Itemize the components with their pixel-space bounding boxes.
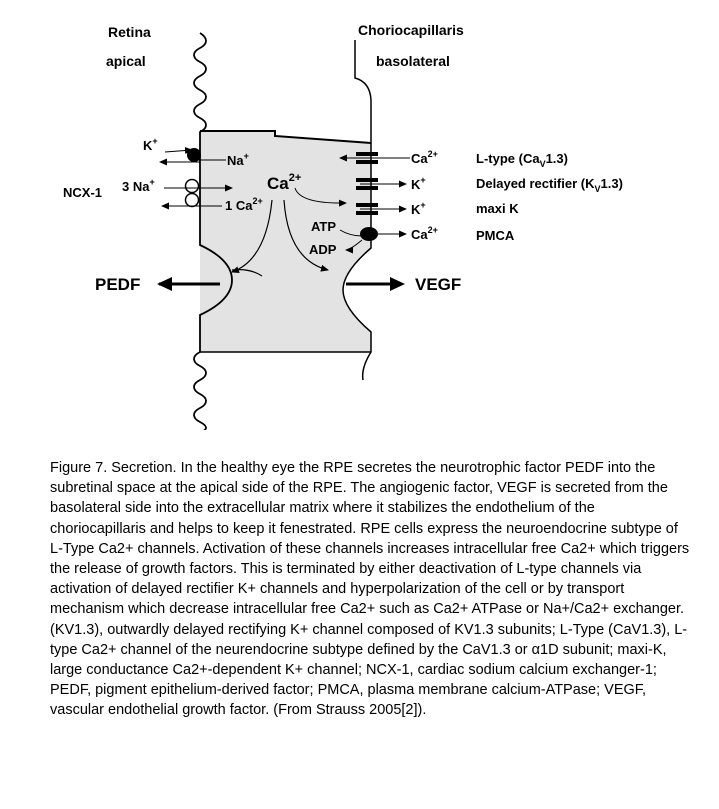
- delayed-rectifier-channel-icon: [356, 178, 378, 182]
- delayed-k-label: K+: [411, 175, 426, 192]
- choriocapillaris-label: Choriocapillaris: [358, 22, 464, 38]
- delayed-rectifier-channel-icon-2: [356, 186, 378, 190]
- ca-to-pedf-arrow: [231, 199, 273, 273]
- cell-boundary-top: [200, 130, 372, 144]
- vegf-label: VEGF: [415, 275, 461, 294]
- one-ca-label: 1 Ca2+: [225, 196, 263, 213]
- maxik-k-label: K+: [411, 200, 426, 217]
- rpe-cell-body: [200, 131, 371, 352]
- pmca-pump-icon: [360, 227, 378, 241]
- ltype-channel-icon: [356, 152, 378, 156]
- pedf-label: PEDF: [95, 275, 140, 294]
- basolateral-membrane: [342, 40, 372, 381]
- maxik-channel-icon: [356, 203, 378, 207]
- k-label: K+: [143, 136, 158, 153]
- ncx1-exchanger-icon-2: [184, 192, 200, 208]
- ca-to-pmca-arrow: [294, 187, 347, 207]
- na-label: Na+: [227, 151, 249, 168]
- pmca-label: PMCA: [476, 228, 515, 243]
- maxik-label: maxi K: [476, 201, 519, 216]
- apical-microvilli-membrane: [193, 32, 233, 430]
- pmca-ca-label: Ca2+: [411, 225, 438, 242]
- maxik-channel-icon-2: [356, 211, 378, 215]
- atp-adp-arrow: [339, 229, 363, 237]
- adp-arrow: [345, 239, 363, 254]
- adp-label: ADP: [309, 242, 337, 257]
- figure-caption: Figure 7. Secretion. In the healthy eye …: [50, 460, 690, 719]
- three-na-label: 3 Na+: [122, 177, 155, 194]
- atp-label: ATP: [311, 219, 336, 234]
- basolateral-label: basolateral: [376, 53, 450, 69]
- k-in-arrow: [164, 147, 193, 155]
- delayed-rectifier-label: Delayed rectifier (KV1.3): [476, 176, 623, 194]
- rpe-secretion-diagram: Retina apical Choriocapillaris basolater…: [63, 22, 623, 430]
- vegf-arrowhead: [390, 277, 405, 291]
- ltype-ca-label: Ca2+: [411, 149, 438, 166]
- retina-label: Retina: [108, 24, 151, 40]
- ca-to-vegf-arrow: [283, 199, 329, 272]
- ncx1-exchanger-icon: [184, 178, 200, 194]
- ncx1-label: NCX-1: [63, 185, 102, 200]
- ltype-channel-label: L-type (CaV1.3): [476, 151, 568, 169]
- ltype-channel-icon-2: [356, 160, 378, 164]
- intracellular-ca-label: Ca2+: [267, 172, 301, 193]
- pedf-arrowhead: [157, 277, 172, 291]
- apical-label: apical: [106, 53, 146, 69]
